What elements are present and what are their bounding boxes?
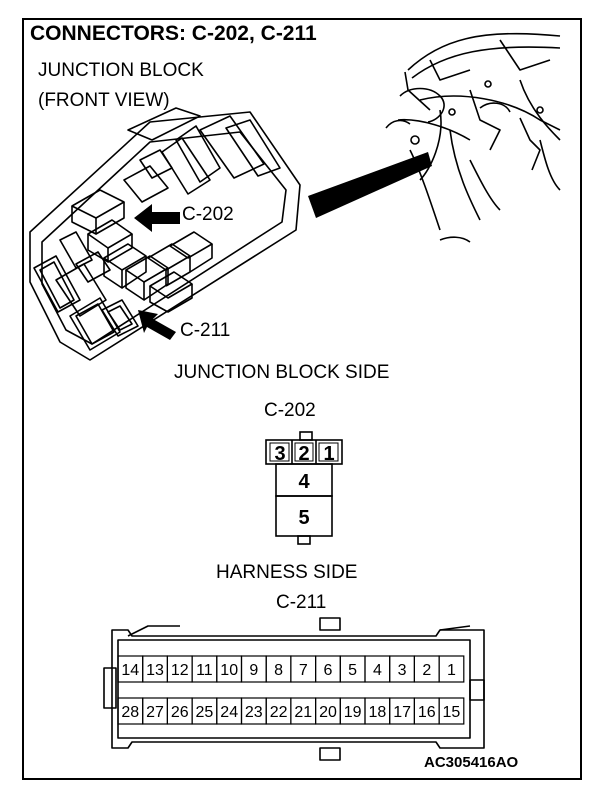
c211-pin-14: 14 [121, 662, 139, 679]
c211-pin-19: 19 [344, 704, 362, 721]
c211-pin-11: 11 [196, 662, 213, 679]
c211-pin-23: 23 [245, 704, 263, 721]
c202-pin-cells [269, 442, 339, 462]
c211-pin-26: 26 [171, 704, 189, 721]
c211-pin-20: 20 [319, 704, 337, 721]
c211-pin-18: 18 [369, 704, 387, 721]
c211-pin-cell [438, 697, 465, 725]
c211-arrow [138, 310, 176, 340]
c211-pin-13: 13 [146, 662, 164, 679]
c211-pin-cell [438, 655, 465, 683]
junction-block-label: JUNCTION BLOCK [38, 60, 204, 81]
c211-pin-24: 24 [220, 704, 238, 721]
c202-pin-3: 3 [274, 443, 285, 465]
c211-pin-7: 7 [299, 662, 308, 679]
c211-pin-12: 12 [171, 662, 189, 679]
c211-pin-3: 3 [398, 662, 407, 679]
c211-housing-outline [111, 629, 485, 749]
diagram-frame [22, 18, 582, 780]
c211-pin-25: 25 [196, 704, 214, 721]
c211-pin-17: 17 [393, 704, 411, 721]
figure-code: AC305416AO [424, 754, 519, 771]
c211-pin-9: 9 [249, 662, 258, 679]
c202-arrow [134, 204, 180, 232]
c211-housing [101, 299, 139, 337]
c211-pin-8: 8 [274, 662, 283, 679]
c211-pin-6: 6 [324, 662, 333, 679]
c202-pin-4: 4 [298, 471, 310, 493]
diagram-title: CONNECTORS: C-202, C-211 [30, 22, 317, 45]
c211-connector-label: C-211 [276, 592, 327, 613]
junction-block-housing [29, 111, 301, 361]
c211-pin-15: 15 [443, 704, 461, 721]
c211-pin-27: 27 [146, 704, 164, 721]
c211-pin-16: 16 [418, 704, 436, 721]
c211-pin-28: 28 [121, 704, 139, 721]
c202-pin-2: 2 [298, 443, 309, 465]
c211-pin-22: 22 [270, 704, 288, 721]
c202-pin-5: 5 [298, 507, 309, 529]
c211-pin-1: 1 [447, 662, 456, 679]
c211-callout: C-211 [180, 320, 231, 341]
c202-pin-1: 1 [323, 443, 334, 465]
harness-side-label: HARNESS SIDE [216, 562, 358, 583]
c202-callout: C-202 [182, 204, 234, 225]
c202-connector-label: C-202 [264, 400, 316, 421]
junction-block-side-label: JUNCTION BLOCK SIDE [174, 362, 390, 383]
view-direction-arrow [308, 152, 432, 218]
front-view-label: (FRONT VIEW) [38, 90, 170, 111]
c211-pin-4: 4 [373, 662, 382, 679]
c211-pin-21: 21 [294, 704, 312, 721]
c211-pin-2: 2 [422, 662, 431, 679]
c211-pin-10: 10 [220, 662, 238, 679]
c211-pin-5: 5 [348, 662, 357, 679]
